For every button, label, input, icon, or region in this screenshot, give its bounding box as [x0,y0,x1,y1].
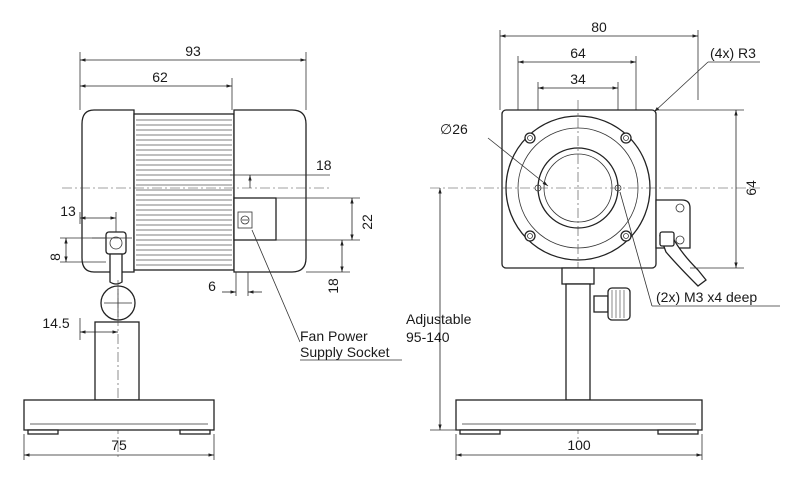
front-view: 80 64 34 (4x) R3 [406,19,780,460]
front-base [455,399,703,431]
thread-note: (2x) M3 x4 deep [656,289,757,305]
side-lock-knob [105,231,127,255]
side-base [23,399,215,431]
socket-callout-line2: Supply Socket [300,344,390,360]
heatsink-body [133,113,235,271]
fan-power-socket [233,197,277,241]
heatsink-fins [136,119,232,266]
front-support-post [565,283,591,401]
socket-callout-line1: Fan Power [300,328,368,344]
front-post-clamp [561,267,595,285]
adjustable-line1: Adjustable [406,311,472,327]
dim-socket-width: 6 [208,278,216,294]
support-post [94,321,140,401]
dim-fin-offset: 18 [316,157,332,173]
dim-socket-to-bottom: 18 [325,278,341,294]
dim-knob-offset: 13 [60,203,76,219]
dim-aperture-dia: ∅26 [440,121,468,137]
cable [659,235,707,287]
dim-overall-length: 93 [185,43,201,59]
dim-height: 64 [743,180,759,196]
dim-hole-pitch: 64 [570,45,586,61]
rear-housing [233,109,307,273]
lock-knob [607,287,631,321]
dim-aperture-width: 34 [570,71,586,87]
dim-post-offset: 14.5 [42,315,69,331]
dim-base-width: 75 [111,437,127,453]
side-view: 93 62 18 22 18 [23,43,402,460]
dim-front-base-width: 100 [567,437,591,453]
dim-body-length: 62 [152,69,168,85]
mounting-screws [524,132,632,242]
dim-socket-height: 22 [359,214,375,230]
adjustable-line2: 95-140 [406,329,450,345]
dim-overall-width: 80 [591,19,607,35]
dim-knob-height: 8 [47,253,63,261]
corner-radius-note: (4x) R3 [710,45,756,61]
